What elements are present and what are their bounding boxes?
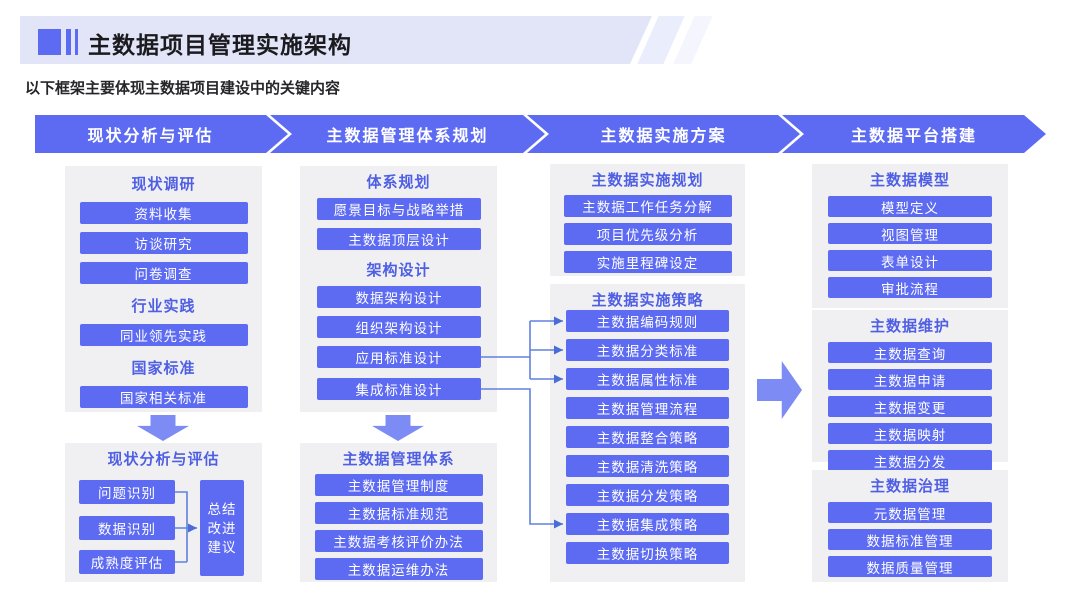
item-button: 主数据分发策略 — [566, 484, 729, 506]
panel-heading: 主数据实施规划 — [591, 172, 704, 189]
page-title: 主数据项目管理实施架构 — [88, 32, 352, 58]
title-bar-background — [20, 16, 652, 64]
item-button: 数据架构设计 — [317, 286, 481, 308]
item-button: 数据质量管理 — [828, 556, 992, 577]
panel-master-data-maintenance: 主数据维护 主数据查询 主数据申请 主数据变更 主数据映射 主数据分发 — [812, 310, 1008, 471]
item-button: 主数据集成策略 — [566, 513, 729, 535]
item-button: 主数据属性标准 — [566, 368, 729, 390]
step-button: 成熟度评估 — [79, 550, 175, 574]
item-button: 主数据整合策略 — [566, 426, 729, 448]
item-button: 主数据切换策略 — [566, 542, 729, 564]
result-box: 总结 改进 建议 — [200, 480, 244, 576]
stage-banner-1: 现状分析与评估 — [35, 115, 288, 153]
item-button: 主数据标准规范 — [314, 502, 483, 524]
item-button: 主数据管理流程 — [566, 397, 729, 419]
item-button: 愿景目标与战略举措 — [317, 198, 481, 220]
item-button: 视图管理 — [828, 223, 992, 244]
step-button: 问题识别 — [79, 480, 175, 504]
title-marker-bar-icon — [66, 29, 71, 55]
item-button: 表单设计 — [828, 250, 992, 271]
panel-assessment: 现状分析与评估 问题识别 数据识别 成熟度评估 总结 改进 建议 — [65, 443, 262, 582]
item-button: 主数据工作任务分解 — [563, 195, 732, 217]
stage-banner-3: 主数据实施方案 — [527, 115, 800, 153]
item-button: 主数据分类标准 — [566, 339, 729, 361]
item-button: 集成标准设计 — [317, 378, 481, 400]
item-button: 项目优先级分析 — [563, 223, 732, 245]
panel-heading: 现状分析与评估 — [107, 451, 220, 468]
panel-heading: 主数据管理体系 — [342, 451, 455, 468]
down-arrow-icon — [372, 415, 424, 441]
group-heading: 现状调研 — [131, 176, 196, 193]
stage-banner-4: 主数据平台搭建 — [782, 115, 1046, 153]
down-arrow-icon — [137, 415, 189, 441]
step-button: 数据识别 — [79, 516, 175, 540]
item-button: 主数据顶层设计 — [317, 228, 481, 250]
panel-master-data-model: 主数据模型 模型定义 视图管理 表单设计 审批流程 — [812, 164, 1008, 308]
item-button: 主数据映射 — [828, 423, 992, 444]
item-button: 主数据分发 — [828, 450, 992, 471]
item-button: 元数据管理 — [828, 502, 992, 523]
panel-management-system: 主数据管理体系 主数据管理制度 主数据标准规范 主数据考核评价办法 主数据运维办… — [300, 443, 497, 582]
item-button: 主数据管理制度 — [314, 474, 483, 496]
panel-master-data-governance: 主数据治理 元数据管理 数据标准管理 数据质量管理 — [812, 470, 1008, 582]
item-button: 主数据编码规则 — [566, 310, 729, 332]
group-heading: 体系规划 — [366, 174, 431, 191]
panel-implementation-strategy: 主数据实施策略 主数据编码规则 主数据分类标准 主数据属性标准 主数据管理流程 … — [550, 284, 745, 582]
item-button: 主数据清洗策略 — [566, 455, 729, 477]
group-heading: 架构设计 — [366, 262, 431, 279]
item-button: 实施里程碑设定 — [563, 251, 732, 273]
page-subtitle: 以下框架主要体现主数据项目建设中的关键内容 — [25, 80, 341, 97]
item-button: 组织架构设计 — [317, 316, 481, 338]
panel-heading: 主数据维护 — [869, 318, 950, 335]
item-button: 主数据查询 — [828, 342, 992, 363]
item-button: 主数据考核评价办法 — [314, 530, 483, 552]
panel-system-planning: 体系规划 愿景目标与战略举措 主数据顶层设计 架构设计 数据架构设计 组织架构设… — [300, 166, 497, 412]
group-heading: 行业实践 — [131, 298, 196, 315]
stage-banner-2: 主数据管理体系规划 — [270, 115, 545, 153]
panel-current-research: 现状调研 资料收集 访谈研究 问卷调查 行业实践 同业领先实践 国家标准 国家相… — [65, 166, 262, 412]
item-button: 国家相关标准 — [79, 386, 248, 408]
right-arrow-icon — [757, 361, 802, 419]
title-marker-bar-icon — [75, 29, 78, 55]
item-button: 审批流程 — [828, 277, 992, 298]
item-button: 主数据变更 — [828, 396, 992, 417]
item-button: 主数据申请 — [828, 369, 992, 390]
panel-heading: 主数据治理 — [869, 478, 950, 495]
item-button: 数据标准管理 — [828, 529, 992, 550]
panel-implementation-planning: 主数据实施规划 主数据工作任务分解 项目优先级分析 实施里程碑设定 — [550, 164, 745, 276]
item-button: 同业领先实践 — [79, 324, 248, 346]
item-button: 问卷调查 — [79, 262, 248, 284]
item-button: 主数据运维办法 — [314, 558, 483, 580]
item-button: 资料收集 — [79, 202, 248, 224]
item-button: 访谈研究 — [79, 232, 248, 254]
panel-heading: 主数据实施策略 — [591, 292, 704, 309]
title-marker-square-icon — [38, 29, 61, 55]
item-button: 应用标准设计 — [317, 346, 481, 368]
group-heading: 国家标准 — [131, 360, 196, 377]
panel-heading: 主数据模型 — [869, 172, 950, 189]
item-button: 模型定义 — [828, 196, 992, 217]
